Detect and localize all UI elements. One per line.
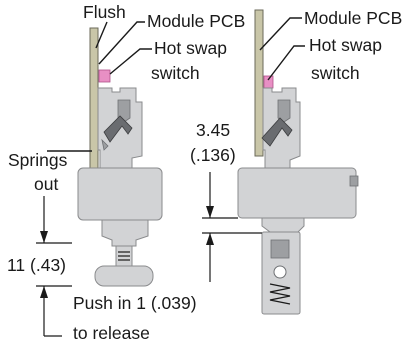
- right-lower-housing: [261, 217, 305, 233]
- right-dim-arrow-bottom: [206, 233, 214, 245]
- left-module-pcb: [89, 27, 99, 172]
- right-pcb-leader: [259, 17, 302, 51]
- springs-label: Springs: [8, 150, 68, 170]
- left-lower-housing: [101, 219, 149, 247]
- right-latch-spring: [261, 117, 293, 147]
- left-push-button: [94, 265, 154, 287]
- left-dim-value: 11 (.43): [7, 255, 66, 275]
- right-dimension: [202, 172, 262, 282]
- right-dim-value-inch: (.136): [190, 145, 236, 165]
- springs-out-label: out: [34, 174, 58, 194]
- left-switch-label: switch: [151, 63, 200, 83]
- left-hot-swap-label: Hot swap: [154, 38, 227, 58]
- right-dim-value: 3.45: [196, 120, 230, 140]
- right-switch-label: switch: [311, 63, 360, 83]
- left-dim-arrow-bottom: [40, 286, 48, 298]
- right-connector-body: [237, 167, 357, 219]
- flush-leader: [95, 21, 108, 49]
- right-plate-hole: [273, 265, 287, 279]
- right-housing-slot: [277, 99, 291, 123]
- left-spring-tip: [101, 138, 109, 151]
- right-connector-assembly: [237, 9, 359, 315]
- right-hot-swap-label: Hot swap: [309, 35, 382, 55]
- flush-label: Flush: [83, 2, 126, 22]
- right-switch-leader: [267, 45, 305, 81]
- right-module-pcb-label: Module PCB: [304, 8, 402, 28]
- left-switch-leader: [109, 48, 152, 75]
- release-label: to release: [73, 323, 150, 343]
- right-body-bump: [349, 175, 359, 187]
- right-plate-spring: [269, 283, 291, 305]
- left-pcb-leader: [98, 21, 145, 65]
- left-hot-swap-switch: [98, 69, 111, 83]
- right-plate-window: [270, 239, 290, 259]
- left-callouts: [47, 21, 152, 152]
- left-connector-body: [77, 167, 163, 221]
- left-plunger-ribs: [118, 251, 130, 261]
- right-hot-swap-switch: [263, 75, 274, 89]
- left-latch-spring: [103, 115, 133, 143]
- right-dim-arrow-top: [206, 206, 214, 218]
- left-connector-assembly: [77, 27, 163, 287]
- left-dimension: [36, 196, 72, 337]
- left-module-pcb-label: Module PCB: [147, 11, 245, 31]
- push-label: Push in 1 (.039): [73, 293, 197, 313]
- text-labels: Flush Module PCB Hot swap switch Module …: [7, 2, 402, 343]
- right-callouts: [259, 17, 305, 81]
- right-module-pcb: [254, 9, 264, 157]
- left-dim-arrow-top: [40, 231, 48, 243]
